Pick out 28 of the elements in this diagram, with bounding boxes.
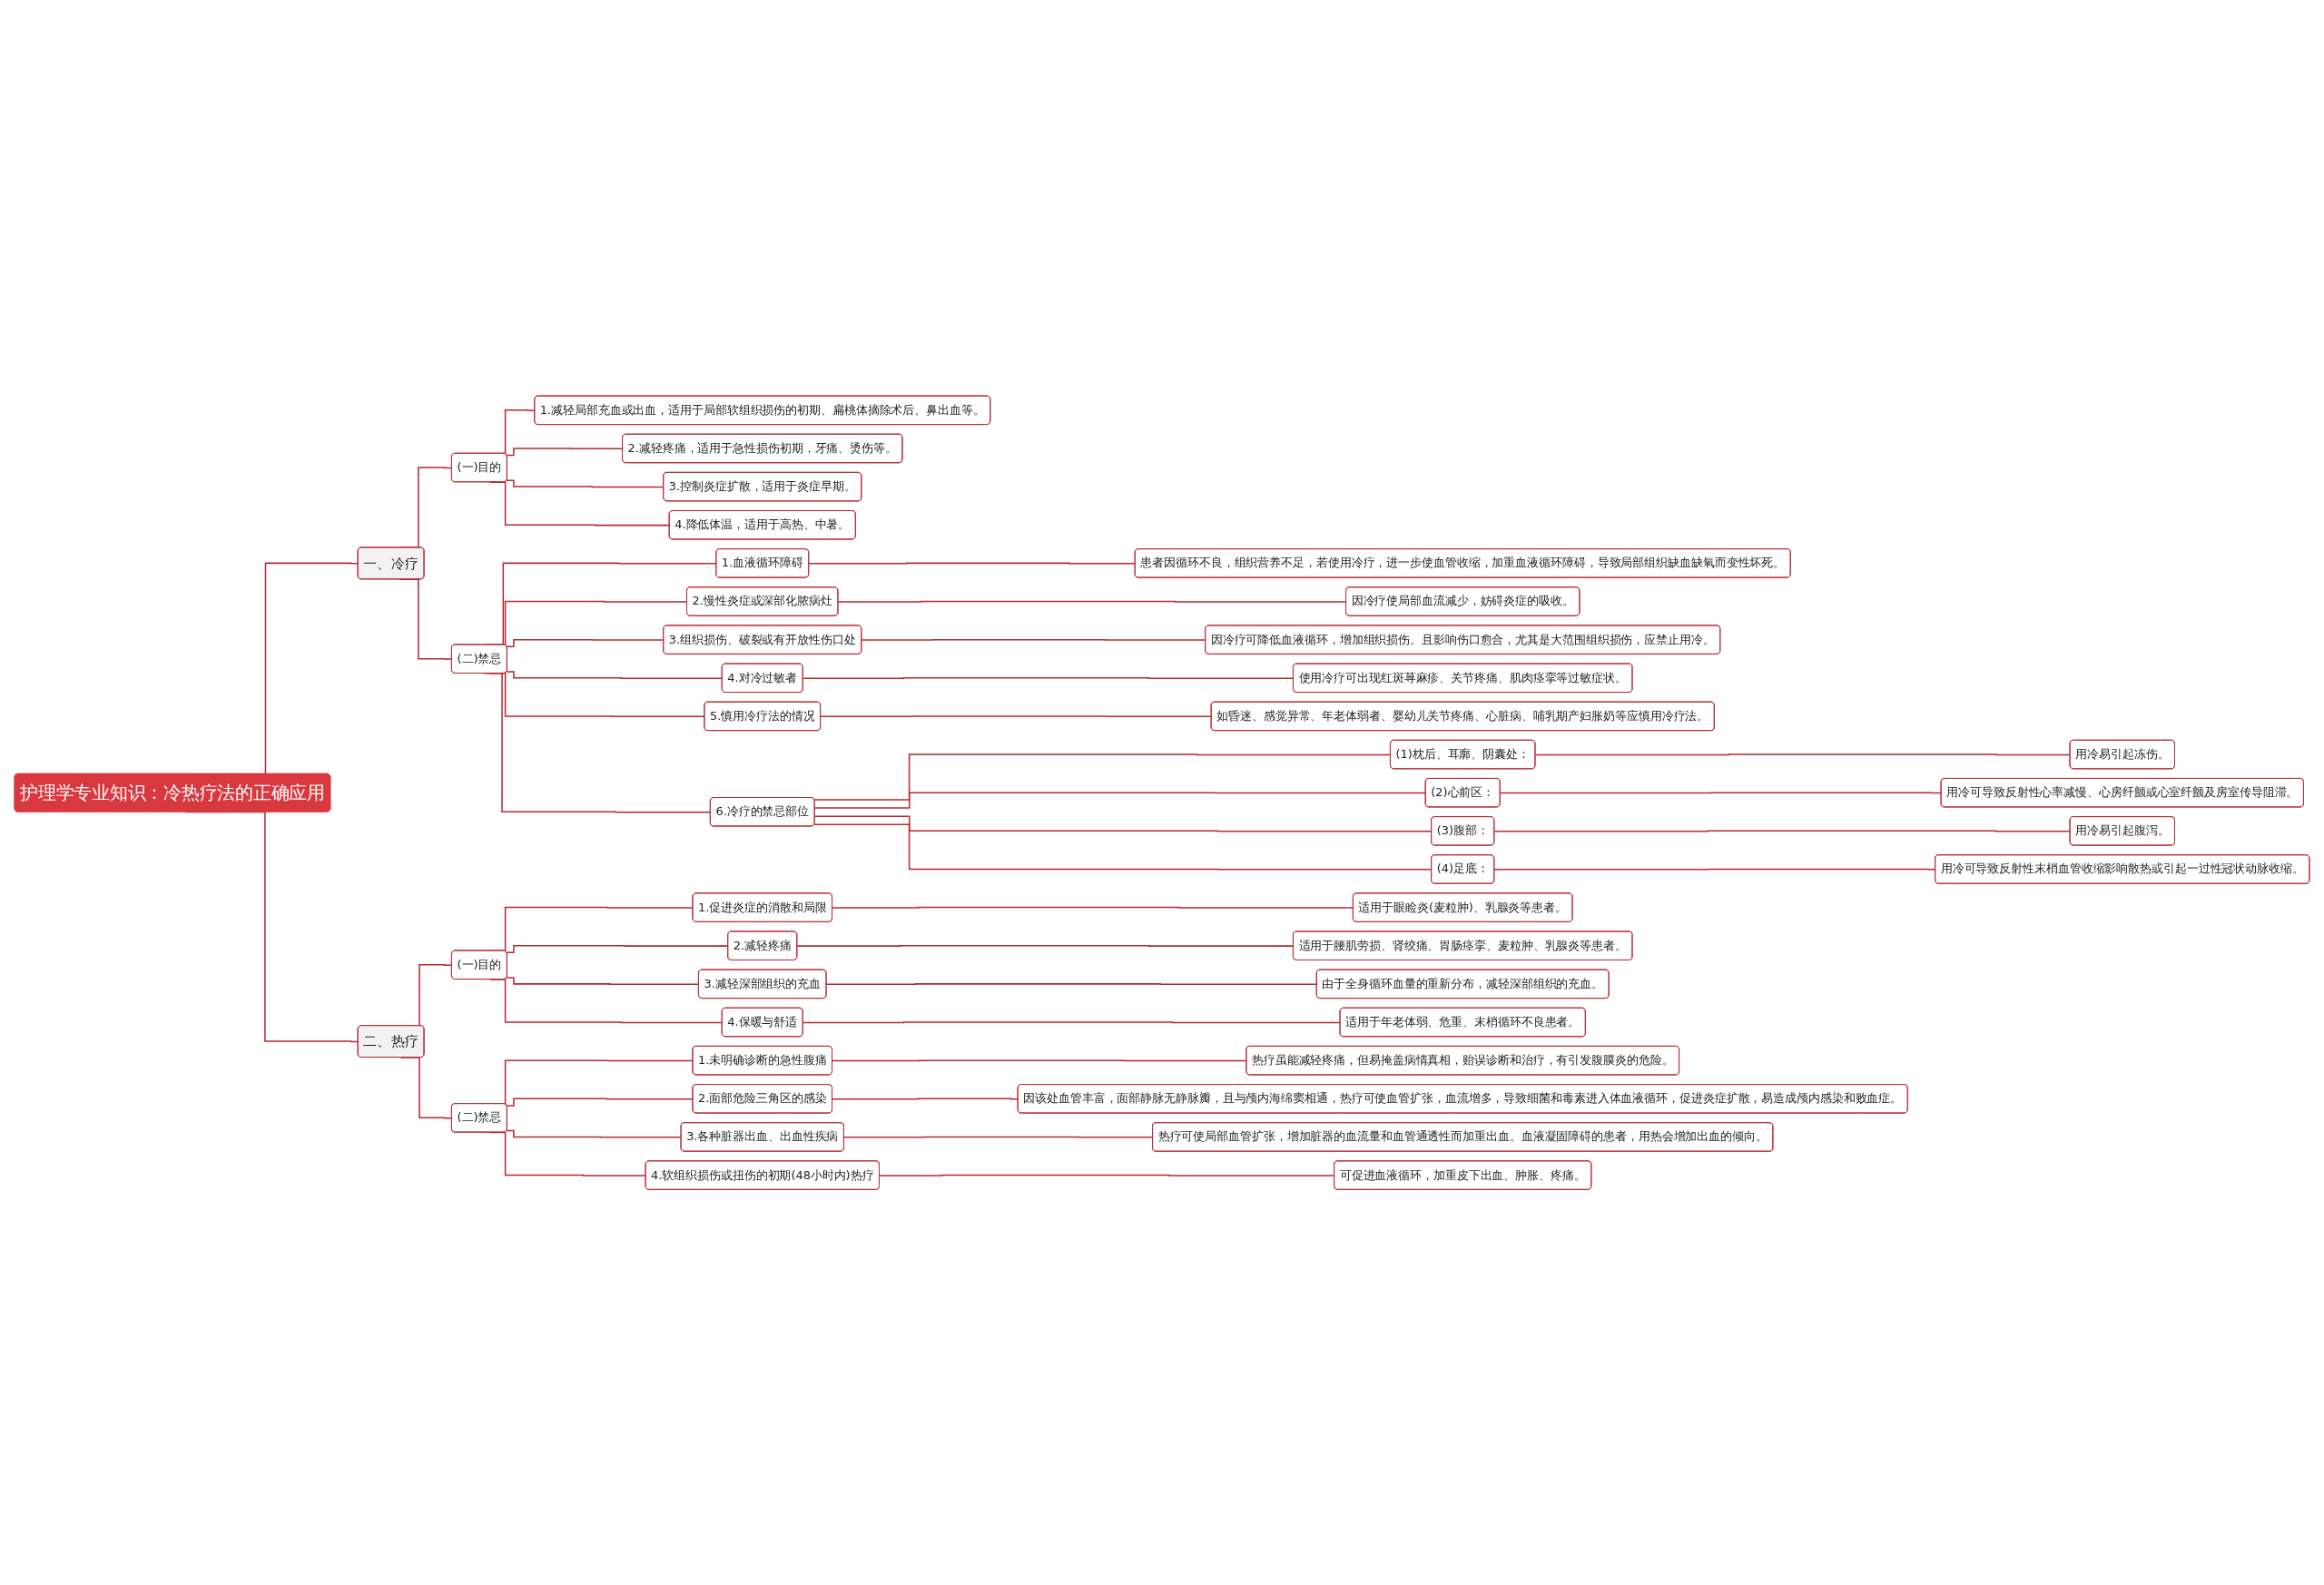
connector	[802, 1021, 1342, 1023]
connector	[861, 638, 1206, 641]
connector	[506, 670, 724, 679]
connector	[813, 753, 1392, 801]
connector	[506, 977, 700, 985]
connector	[832, 1059, 1247, 1062]
connector	[506, 944, 729, 953]
connector	[813, 815, 1433, 832]
connector	[506, 479, 665, 488]
connector	[1499, 792, 1943, 794]
connector	[808, 562, 1137, 565]
connector	[802, 676, 1295, 679]
connector	[837, 600, 1347, 603]
connector	[1493, 830, 2072, 832]
connector	[1534, 753, 2072, 755]
connector	[813, 823, 1433, 871]
connector	[820, 714, 1213, 717]
connector	[1493, 868, 1936, 871]
connector	[796, 944, 1295, 947]
connector	[825, 982, 1318, 985]
connector	[879, 1174, 1335, 1176]
connector	[843, 1136, 1154, 1138]
connector	[506, 1129, 683, 1138]
connector	[832, 1098, 1019, 1100]
connector	[813, 792, 1427, 809]
connector	[506, 448, 624, 457]
connector	[832, 906, 1354, 909]
connector	[506, 638, 665, 647]
